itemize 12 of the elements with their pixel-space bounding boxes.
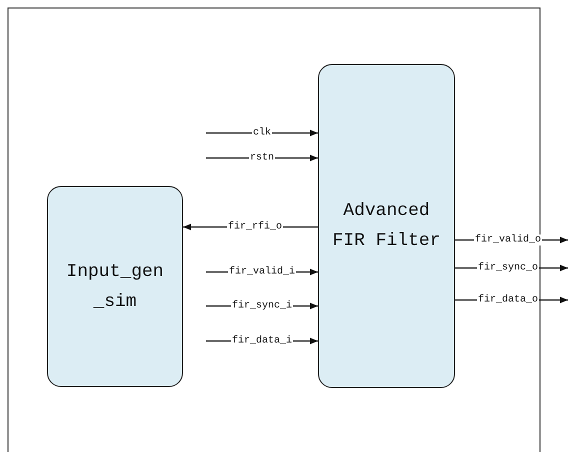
module-box: [47, 186, 183, 387]
arrow: [206, 130, 318, 136]
signal-label: fir_data_o: [477, 294, 539, 306]
signal-label: fir_valid_o: [474, 234, 542, 246]
module-name: Input_gen _sim: [65, 260, 165, 314]
signal-label: fir_sync_i: [231, 300, 293, 312]
signal-label: fir_sync_o: [477, 262, 539, 274]
signal-label: fir_data_i: [231, 336, 293, 346]
signal-label: fir_valid_i: [228, 266, 296, 278]
module-box: [318, 64, 455, 388]
module-name: Advanced FIR Filter: [331, 200, 442, 253]
signal-label: fir_rfi_o: [227, 222, 283, 232]
